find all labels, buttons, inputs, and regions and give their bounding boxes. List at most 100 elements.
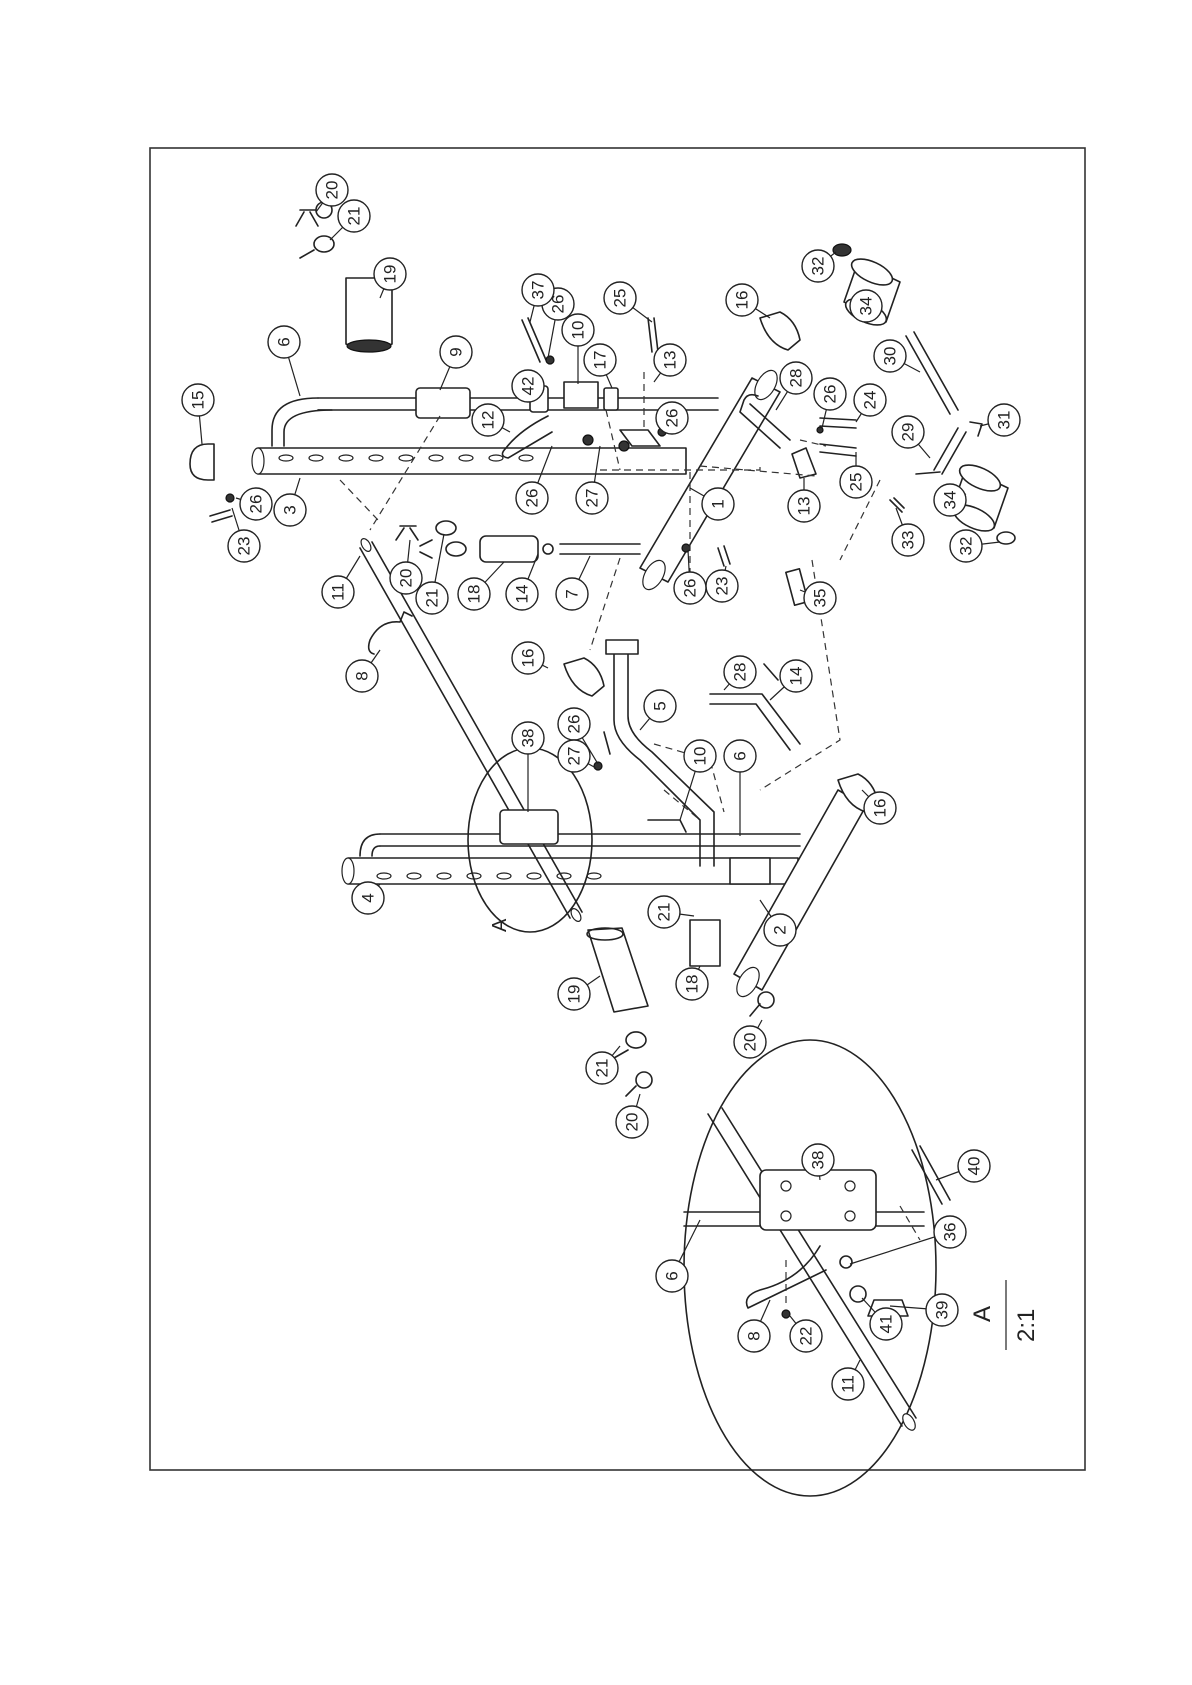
callout-number: 24 xyxy=(861,391,880,410)
part-callout: 11 xyxy=(322,556,360,608)
callout-number: 8 xyxy=(353,671,372,680)
callout-number: 8 xyxy=(745,1331,764,1340)
axle-30 xyxy=(906,332,958,414)
callout-number: 21 xyxy=(593,1059,612,1078)
part-callout: 40 xyxy=(936,1150,990,1182)
clip-20-middle xyxy=(396,526,418,540)
part-callout: 9 xyxy=(440,336,472,390)
callout-number: 23 xyxy=(713,577,732,596)
callout-number: 26 xyxy=(565,715,584,734)
callout-number: 40 xyxy=(965,1157,984,1176)
part-callout: 25 xyxy=(840,452,872,498)
part-callout: 20 xyxy=(390,540,422,594)
callout-number: 18 xyxy=(683,975,702,994)
part-callout: 26 xyxy=(814,378,846,428)
clamp-10-left xyxy=(648,820,686,832)
callout-number: 20 xyxy=(623,1113,642,1132)
part-callout: 21 xyxy=(586,1046,620,1084)
part-callout: 25 xyxy=(604,282,652,322)
part-callout: 27 xyxy=(558,740,596,772)
part-callout: 12 xyxy=(472,404,510,436)
callout-number: 20 xyxy=(397,569,416,588)
callout-number: 22 xyxy=(797,1327,816,1346)
callout-number: 6 xyxy=(731,751,750,760)
part-callout: 42 xyxy=(512,370,544,402)
detail-a-scale: 2:1 xyxy=(1013,1309,1040,1342)
clamp-10-right xyxy=(564,382,598,408)
part-callout: 33 xyxy=(892,508,924,556)
callout-number: 14 xyxy=(787,667,806,686)
part-callout: 18 xyxy=(676,966,708,1000)
callout-number: 25 xyxy=(611,289,630,308)
callout-number: 34 xyxy=(857,297,876,316)
callout-number: 38 xyxy=(809,1151,828,1170)
callout-number: 26 xyxy=(523,489,542,508)
callout-number: 6 xyxy=(275,337,294,346)
callout-number: 23 xyxy=(235,537,254,556)
callout-number: 14 xyxy=(513,585,532,604)
part-callout: 20 xyxy=(734,1020,766,1058)
detail-a-enlarged: A 2:1 xyxy=(684,1040,1040,1496)
callout-number: 20 xyxy=(323,181,342,200)
part-callout: 22 xyxy=(790,1316,822,1352)
part-callout: 8 xyxy=(738,1300,770,1352)
part-callout: 34 xyxy=(850,290,882,322)
callout-number: 11 xyxy=(839,1375,858,1393)
callout-number: 39 xyxy=(933,1301,952,1320)
part-callout: 32 xyxy=(950,530,1000,562)
part-callout: 16 xyxy=(862,790,896,824)
part-callout: 11 xyxy=(832,1360,864,1400)
collar-upright-4 xyxy=(730,858,770,884)
detail-set-screw-22 xyxy=(782,1310,790,1318)
callout-number: 29 xyxy=(899,423,918,442)
part-callout: 6 xyxy=(268,326,300,396)
callout-number: 27 xyxy=(583,489,602,508)
part-callout: 16 xyxy=(726,284,770,318)
main-assembly: A xyxy=(190,202,1015,1096)
part-callout: 26 xyxy=(236,488,272,520)
clamp-38 xyxy=(500,810,558,844)
part-callout: 14 xyxy=(770,660,812,700)
part-callout: 35 xyxy=(800,582,836,614)
callout-number: 13 xyxy=(795,497,814,516)
part-callout: 26 xyxy=(656,402,688,434)
detail-washer-36 xyxy=(840,1256,852,1268)
callout-number: 34 xyxy=(941,491,960,510)
callout-number: 35 xyxy=(811,589,830,608)
part-callout: 13 xyxy=(654,344,686,382)
collar-21-lower xyxy=(614,1032,646,1058)
callout-number: 38 xyxy=(519,729,538,748)
callout-number: 12 xyxy=(479,411,498,430)
part-callout: 31 xyxy=(980,404,1020,436)
callout-number: 1 xyxy=(709,499,728,508)
detail-clamp-38 xyxy=(760,1170,876,1230)
bushing-17 xyxy=(604,388,618,410)
part-callout: 6 xyxy=(724,740,756,836)
part-callout: 21 xyxy=(648,896,694,928)
part-callout: 3 xyxy=(274,478,306,526)
part-callout: 24 xyxy=(854,384,886,422)
callout-number: 27 xyxy=(565,747,584,766)
upright-3 xyxy=(252,448,686,474)
callout-number: 3 xyxy=(281,505,300,514)
callout-number: 11 xyxy=(329,583,348,601)
part-callout: 4 xyxy=(352,882,384,914)
callout-number: 31 xyxy=(995,411,1014,430)
callout-number: 33 xyxy=(899,531,918,550)
clip-20-lower xyxy=(626,1072,652,1096)
callout-layer: 1234566678891010111112131314141516161617… xyxy=(182,174,1020,1400)
part-callout: 13 xyxy=(788,478,820,522)
part-callout: 5 xyxy=(640,690,676,730)
base-tube-2 xyxy=(732,790,866,1000)
part-callout: 20 xyxy=(616,1094,648,1138)
part-callout: 16 xyxy=(512,642,548,674)
callout-number: 16 xyxy=(871,799,890,818)
callout-number: 26 xyxy=(681,579,700,598)
callout-number: 32 xyxy=(809,257,828,276)
callout-number: 13 xyxy=(661,351,680,370)
cap-16-upper xyxy=(760,312,800,350)
part-callout: 29 xyxy=(892,416,930,458)
callout-number: 2 xyxy=(771,925,790,934)
callout-number: 19 xyxy=(381,265,400,284)
